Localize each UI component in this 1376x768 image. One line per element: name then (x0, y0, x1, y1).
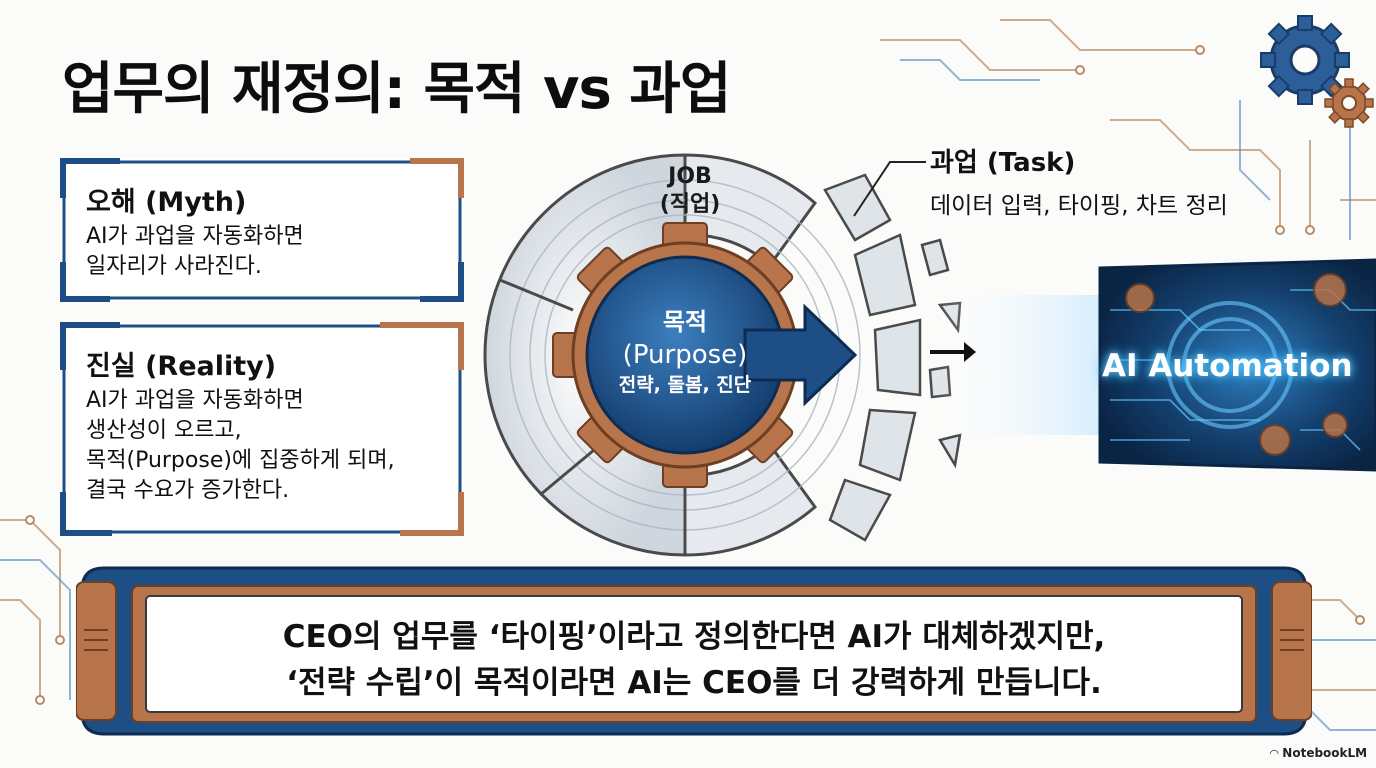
reality-body: AI가 과업을 자동화하면 생산성이 오르고, 목적(Purpose)에 집중하… (86, 386, 395, 506)
ai-automation-label: AI Automation (1102, 348, 1353, 384)
myth-line: 일자리가 사라진다. (86, 254, 262, 279)
ai-automation-panel (930, 258, 1376, 472)
reality-line: AI가 과업을 자동화하면 (86, 388, 304, 413)
job-label: JOB (직업) (635, 163, 745, 219)
reality-line: 생산성이 오르고, (86, 418, 242, 443)
myth-line: AI가 과업을 자동화하면 (86, 224, 304, 249)
banner-frame (76, 566, 1312, 736)
task-body: 데이터 입력, 타이핑, 차트 정리 (930, 193, 1228, 219)
reality-line: 목적(Purpose)에 집중하게 되며, (86, 448, 395, 473)
banner-message: CEO의 업무를 ‘타이핑’이라고 정의한다면 AI가 대체하겠지만, ‘전략 … (146, 614, 1242, 706)
purpose-label-line: 전략, 돌봄, 진단 (618, 374, 752, 396)
arrow-icon (930, 342, 976, 362)
myth-card: 오해 (Myth) AI가 과업을 자동화하면 일자리가 사라진다. (60, 158, 464, 302)
job-label-line: (직업) (659, 192, 721, 217)
myth-heading: 오해 (Myth) (86, 187, 247, 218)
purpose-label-line: 목적 (662, 308, 708, 336)
banner-line: CEO의 업무를 ‘타이핑’이라고 정의한다면 AI가 대체하겠지만, (282, 619, 1106, 655)
task-heading: 과업 (Task) (930, 148, 1076, 178)
purpose-label-line: (Purpose) (622, 340, 748, 370)
reality-card-frame (60, 322, 464, 536)
watermark-text: NotebookLM (1282, 746, 1368, 760)
gear-icon (1260, 15, 1350, 105)
task-pointer (853, 161, 926, 217)
job-label-line: JOB (668, 164, 712, 189)
arrow-icon (743, 303, 858, 407)
purpose-label: 목적 (Purpose) 전략, 돌봄, 진단 (585, 306, 785, 398)
purpose-gear (552, 222, 858, 488)
banner-line: ‘전략 수립’이 목적이라면 AI는 CEO를 더 강력하게 만듭니다. (286, 665, 1102, 701)
gear-icon (1166, 301, 1294, 429)
myth-card-frame (60, 158, 464, 302)
page-title: 업무의 재정의: 목적 vs 과업 (62, 57, 731, 122)
notebooklm-watermark: ◠ NotebookLM (1270, 746, 1367, 760)
reality-line: 결국 수요가 증가한다. (86, 478, 290, 503)
myth-body: AI가 과업을 자동화하면 일자리가 사라진다. (86, 222, 304, 282)
notebooklm-logo-icon: ◠ (1270, 747, 1283, 760)
reality-heading: 진실 (Reality) (86, 351, 277, 382)
job-purpose-diagram (483, 153, 962, 557)
reality-card: 진실 (Reality) AI가 과업을 자동화하면 생산성이 오르고, 목적(… (60, 322, 464, 536)
gear-icon (1324, 78, 1374, 128)
